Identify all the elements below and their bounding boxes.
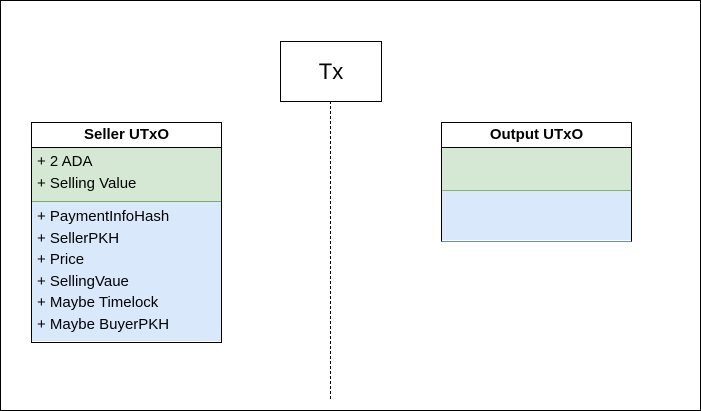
seller-utxo-title: Seller UTxO	[32, 123, 221, 148]
output-utxo-title: Output UTxO	[442, 123, 631, 148]
seller-utxo-datum-field: + PaymentInfoHash	[37, 208, 170, 225]
seller-utxo-value-field: + Selling Value	[37, 174, 137, 192]
seller-utxo-datum-field: + SellingVaue	[37, 272, 129, 290]
seller-utxo-box: Seller UTxO + 2 ADA + Selling Value + Pa…	[31, 122, 222, 343]
output-utxo-datum-section	[442, 191, 631, 240]
tx-node: Tx	[280, 41, 382, 102]
seller-utxo-datum-section: + PaymentInfoHash + SellerPKH + Price + …	[32, 202, 221, 341]
output-utxo-value-section	[442, 148, 631, 191]
tx-label: Tx	[318, 58, 344, 84]
seller-utxo-datum-field: + Maybe BuyerPKH	[37, 315, 170, 333]
tx-dashed-line	[330, 101, 331, 399]
output-utxo-box: Output UTxO	[441, 122, 632, 242]
seller-utxo-datum-field: + SellerPKH	[37, 229, 120, 247]
seller-utxo-datum-field: + Price	[37, 251, 85, 268]
seller-utxo-value-section: + 2 ADA + Selling Value	[32, 148, 221, 202]
seller-utxo-value-field: + 2 ADA	[37, 153, 93, 170]
seller-utxo-datum-field: + Maybe Timelock	[37, 294, 159, 311]
